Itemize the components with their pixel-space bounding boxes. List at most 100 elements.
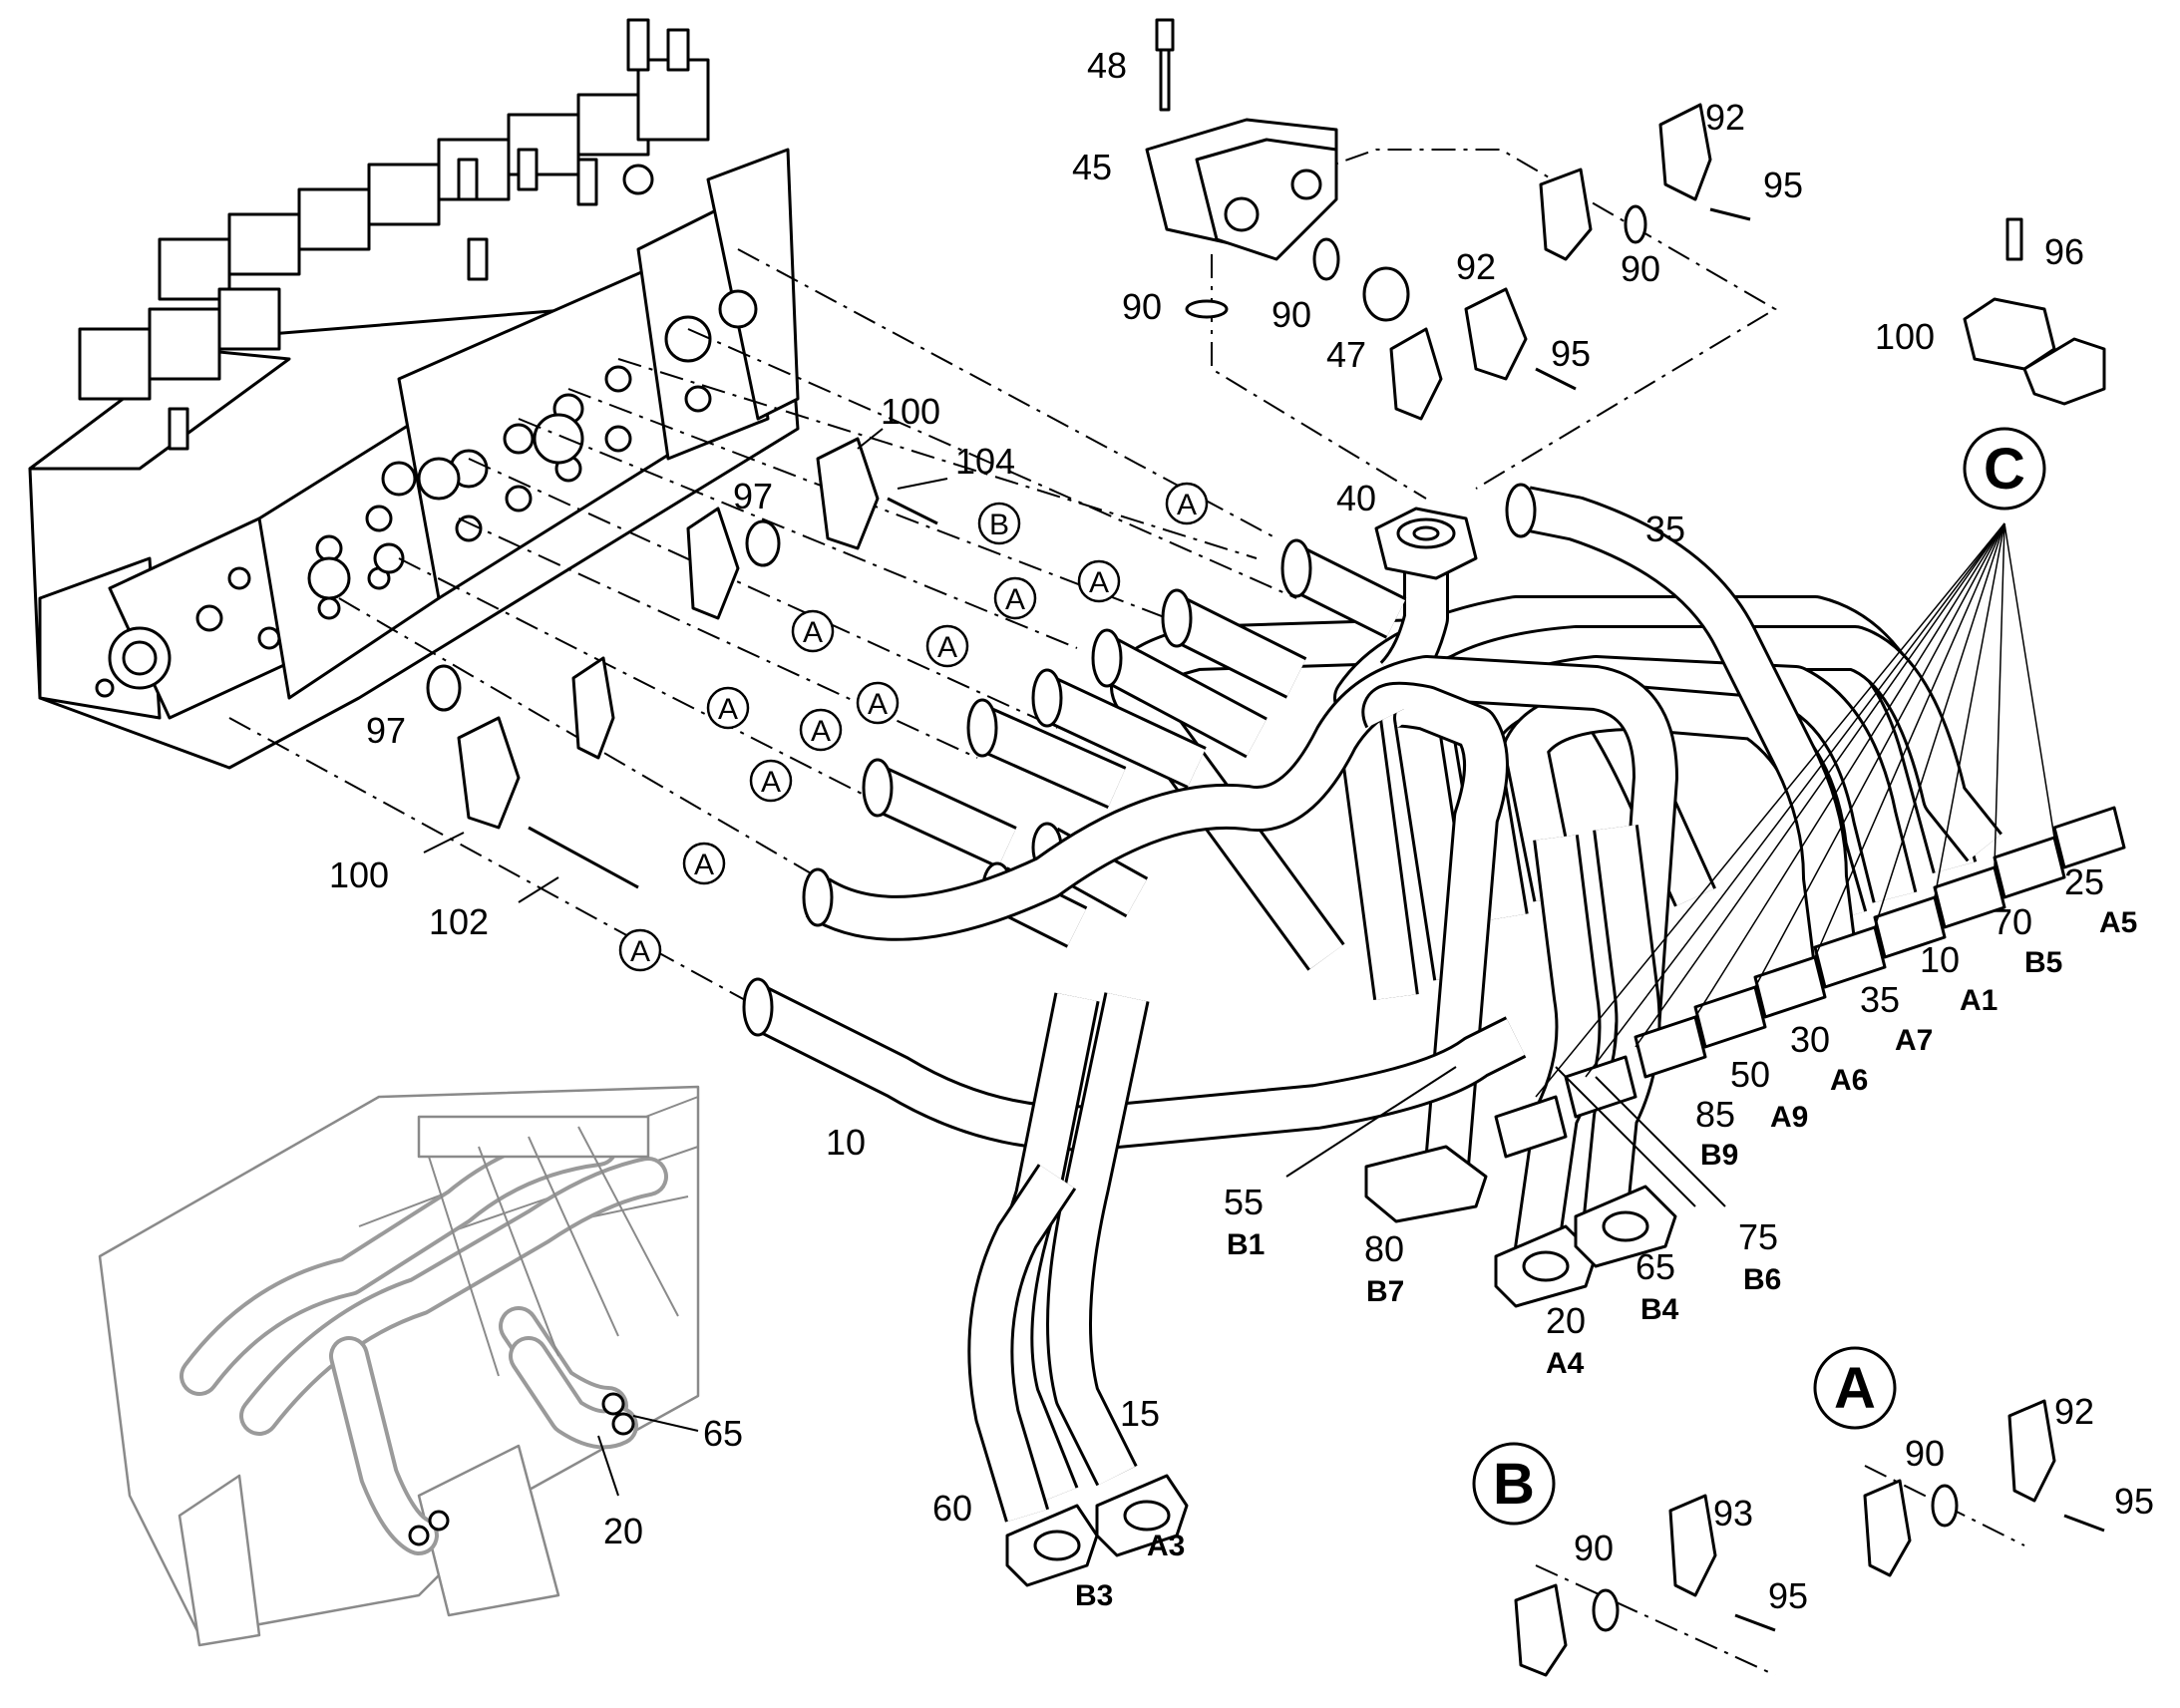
svg-text:A: A [937,631,957,664]
label-90: 90 [1905,1433,1945,1474]
label-97: 97 [366,710,406,751]
label-35: 35 [1645,509,1685,549]
label-90: 90 [1272,294,1311,335]
svg-text:A: A [811,715,831,748]
label-95: 95 [1763,165,1803,205]
port-a3: A3 [1147,1530,1185,1562]
label-102: 102 [429,901,489,942]
detail-view-assemblies [1514,1399,2105,1677]
svg-text:B: B [1493,1452,1535,1517]
label-30: 30 [1790,1019,1830,1060]
label-45: 45 [1072,147,1112,187]
port-b6: B6 [1743,1263,1781,1296]
c-view-leaders [1535,522,2055,1098]
part-number-labels: 48 45 90 90 47 92 95 90 92 95 96 100 100… [329,45,2154,1616]
pipe-bundle-front [742,538,1678,1523]
inset-machine-view [98,1085,700,1647]
label-60: 60 [932,1488,972,1529]
svg-text:A: A [1005,583,1025,616]
svg-text:A: A [803,616,823,649]
port-a6: A6 [1830,1064,1868,1097]
label-95: 95 [1768,1575,1808,1616]
label-20: 20 [603,1511,643,1551]
left-clamp-parts [423,428,948,903]
detail-view-markers: C A B [1472,427,2046,1526]
label-48: 48 [1087,45,1127,86]
port-b1: B1 [1227,1228,1265,1261]
label-95: 95 [1551,333,1591,374]
svg-text:A: A [1089,566,1109,599]
label-75: 75 [1738,1216,1778,1257]
label-96: 96 [2044,231,2084,272]
label-65: 65 [1635,1246,1675,1287]
control-valve-assembly [28,18,800,770]
callout-a: A [618,928,662,972]
label-50: 50 [1730,1054,1770,1095]
label-104: 104 [955,441,1015,482]
port-b7: B7 [1366,1275,1404,1308]
callout-a: A [1077,559,1121,603]
label-100: 100 [881,391,940,432]
label-80: 80 [1364,1228,1404,1269]
pipe-35 [1505,483,1858,960]
svg-text:A: A [718,693,738,726]
callout-a: A [682,842,726,885]
callout-a: A [706,686,750,730]
label-65: 65 [703,1413,743,1454]
label-90: 90 [1122,286,1162,327]
label-10: 10 [1920,939,1960,980]
label-92: 92 [1705,97,1745,138]
detail-marker-b: B [1472,1442,1556,1526]
label-92: 92 [2054,1391,2094,1432]
label-40: 40 [1336,478,1376,518]
label-92: 92 [1456,246,1496,287]
port-a1: A1 [1960,984,1998,1017]
label-93: 93 [1713,1493,1753,1534]
port-b5: B5 [2024,946,2062,979]
port-a9: A9 [1770,1101,1808,1134]
callout-b: B [977,502,1021,545]
top-adapter-assembly [1145,18,2106,421]
label-90: 90 [1621,248,1660,289]
callout-a: A [791,609,835,653]
label-90: 90 [1574,1528,1614,1568]
label-55: 55 [1224,1182,1264,1222]
callout-a: A [749,759,793,803]
label-10: 10 [826,1122,866,1163]
label-95: 95 [2114,1481,2154,1522]
label-20: 20 [1546,1300,1586,1341]
detail-marker-c: C [1963,427,2046,511]
svg-text:B: B [989,509,1009,541]
label-35: 35 [1860,979,1900,1020]
svg-text:A: A [1177,489,1197,521]
svg-text:A: A [694,849,714,881]
flange-row [1005,806,2126,1587]
callout-a: A [1165,482,1209,525]
port-a7: A7 [1895,1024,1933,1057]
callout-a: A [925,624,969,668]
label-100: 100 [1875,316,1935,357]
label-15: 15 [1120,1393,1160,1434]
svg-text:C: C [1984,437,2025,502]
label-100: 100 [329,854,389,895]
callout-a: A [993,576,1037,620]
small-callouts: A B A A A A A A A A A A [618,482,1209,972]
label-leaders [1285,1066,1726,1207]
label-85: 85 [1695,1094,1735,1135]
port-b9: B9 [1700,1139,1738,1172]
svg-text:A: A [630,935,650,968]
port-a4: A4 [1546,1347,1585,1380]
port-a5: A5 [2099,906,2137,939]
label-70: 70 [1993,901,2032,942]
detail-marker-a: A [1813,1346,1897,1430]
label-47: 47 [1326,334,1366,375]
svg-text:A: A [868,688,888,721]
svg-text:A: A [1834,1356,1876,1421]
label-25: 25 [2064,861,2104,902]
callout-a: A [856,681,900,725]
port-b4: B4 [1640,1293,1679,1326]
callout-a: A [799,708,843,752]
port-b3: B3 [1075,1579,1113,1612]
port-code-labels: B1 B7 A4 B4 B6 B9 A9 A6 A7 A1 B5 A5 A3 B… [1075,906,2137,1612]
